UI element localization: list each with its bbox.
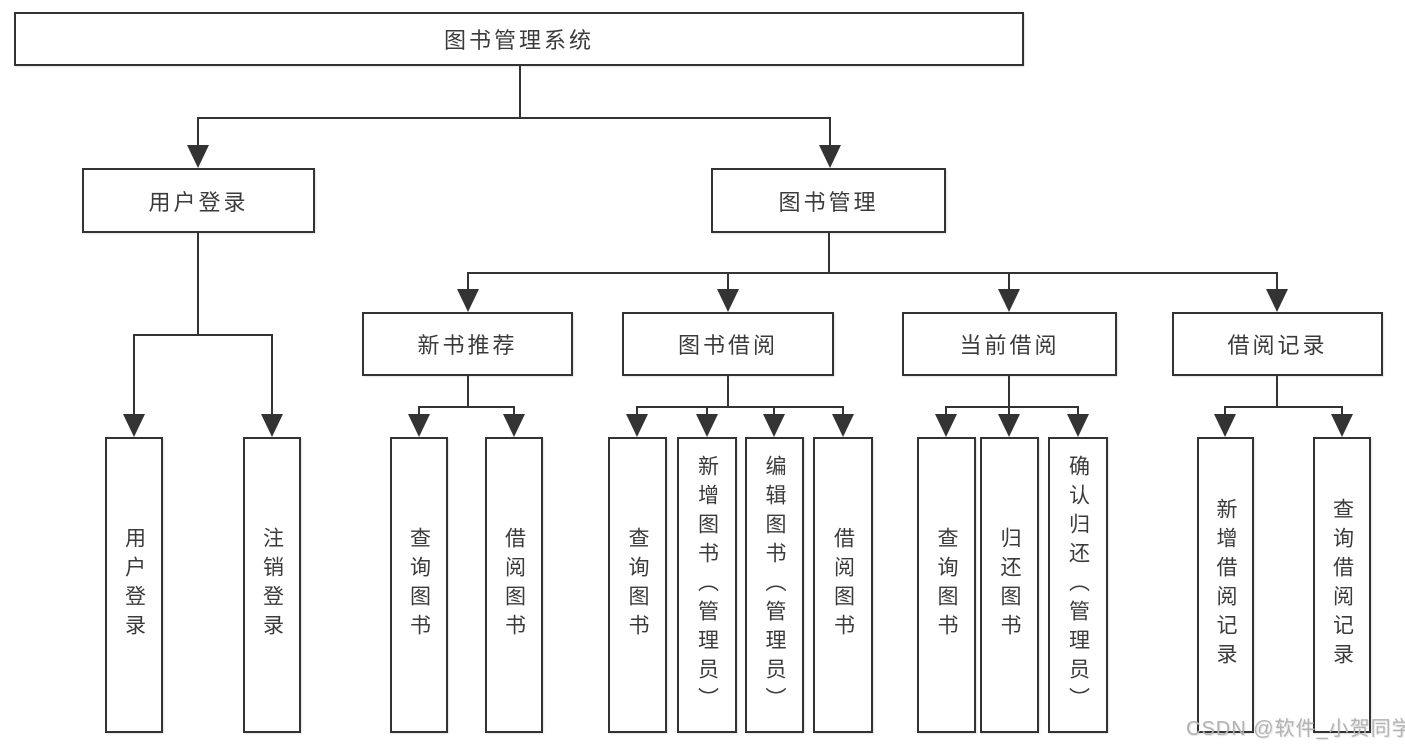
arrowhead-book-borrow — [717, 289, 739, 312]
connector-rail-level1 — [196, 116, 832, 120]
arrowhead-borrow-books-2 — [832, 414, 854, 437]
arrowhead-borrow-records — [1266, 289, 1288, 312]
leaf-borrow-books-1-label: 借阅图书 — [502, 527, 526, 643]
connector-drop-current-borrow — [1007, 272, 1011, 291]
node-new-book-recommend: 新书推荐 — [362, 312, 573, 376]
arrowhead-current-borrow — [998, 289, 1020, 312]
arrowhead-add-book — [696, 414, 718, 437]
leaf-return-books-label: 归还图书 — [998, 527, 1021, 643]
arrowhead-edit-book — [763, 414, 785, 437]
arrowhead-new-book — [457, 289, 479, 312]
leaf-user-login: 用户登录 — [105, 437, 163, 733]
connector-drop-query-record — [1340, 406, 1344, 416]
node-book-borrow: 图书借阅 — [622, 312, 834, 376]
arrowhead-confirm-return — [1067, 414, 1089, 437]
leaf-user-login-label: 用户登录 — [122, 527, 146, 643]
leaf-query-books-2-label: 查询图书 — [626, 527, 649, 643]
leaf-borrow-books-2: 借阅图书 — [813, 437, 873, 733]
leaf-query-borrow-record: 查询借阅记录 — [1313, 437, 1371, 733]
leaf-return-books: 归还图书 — [980, 437, 1039, 733]
arrowhead-borrow-books-1 — [503, 414, 525, 437]
leaf-query-books-3: 查询图书 — [917, 437, 976, 733]
connector-drop-borrow-books-2 — [841, 406, 845, 416]
connector-rail-user-login — [132, 333, 273, 337]
leaf-add-borrow-record-label: 新增借阅记录 — [1214, 498, 1237, 672]
node-book-management: 图书管理 — [711, 168, 946, 233]
csdn-watermark: CSDN @软件_小贺同学 — [1186, 718, 1405, 740]
connector-drop-borrow-records — [1275, 272, 1279, 291]
connector-borrow-records-feed — [1275, 376, 1279, 407]
arrowhead-book-management — [819, 145, 841, 168]
connector-drop-confirm-return — [1076, 406, 1080, 416]
connector-book-management-feed — [827, 233, 831, 273]
connector-drop-query-books-1 — [417, 406, 421, 416]
connector-drop-leaf-logout — [270, 334, 274, 416]
connector-rail-level2 — [466, 271, 1279, 275]
arrowhead-return-books — [998, 414, 1020, 437]
leaf-query-borrow-record-label: 查询借阅记录 — [1330, 498, 1354, 672]
connector-rail-borrow-records — [1223, 405, 1343, 409]
leaf-confirm-return-admin-label: 确认归还（管理员） — [1066, 454, 1090, 716]
leaf-query-books-1: 查询图书 — [390, 437, 448, 733]
arrowhead-add-record — [1214, 414, 1236, 437]
node-library-management-system: 图书管理系统 — [14, 12, 1024, 66]
leaf-edit-book-admin-label: 编辑图书（管理员） — [763, 454, 786, 716]
connector-drop-borrow-books-1 — [512, 406, 516, 416]
connector-rail-new-book — [417, 405, 516, 409]
connector-drop-edit-book — [772, 406, 776, 416]
connector-rail-current-borrow — [944, 405, 1079, 409]
leaf-edit-book-admin: 编辑图书（管理员） — [745, 437, 804, 733]
connector-drop-new-book — [466, 272, 470, 291]
leaf-add-book-admin: 新增图书（管理员） — [677, 437, 737, 733]
arrowhead-query-books-1 — [408, 414, 430, 437]
connector-drop-return-books — [1007, 406, 1011, 416]
arrowhead-leaf-user-login — [123, 414, 145, 437]
arrowhead-query-record — [1331, 414, 1353, 437]
leaf-logout: 注销登录 — [243, 437, 301, 733]
connector-user-login-feed — [196, 233, 200, 335]
leaf-query-books-2: 查询图书 — [608, 437, 667, 733]
leaf-query-books-3-label: 查询图书 — [935, 527, 958, 643]
arrowhead-leaf-logout — [261, 414, 283, 437]
connector-drop-book-borrow — [726, 272, 730, 291]
connector-current-borrow-feed — [1007, 376, 1011, 407]
connector-drop-add-book — [705, 406, 709, 416]
arrowhead-query-books-3 — [935, 414, 957, 437]
connector-root-feed — [518, 66, 522, 118]
connector-drop-add-record — [1223, 406, 1227, 416]
connector-rail-book-borrow — [635, 405, 845, 409]
connector-drop-user-login — [196, 117, 200, 147]
leaf-borrow-books-1: 借阅图书 — [485, 437, 543, 733]
arrowhead-query-books-2 — [626, 414, 648, 437]
leaf-add-book-admin-label: 新增图书（管理员） — [695, 454, 719, 716]
connector-drop-query-books-2 — [635, 406, 639, 416]
connector-book-borrow-feed — [726, 376, 730, 407]
connector-new-book-feed — [466, 376, 470, 407]
leaf-borrow-books-2-label: 借阅图书 — [831, 527, 855, 643]
connector-drop-leaf-user-login — [132, 334, 136, 416]
node-borrow-records: 借阅记录 — [1172, 312, 1383, 376]
node-current-borrow: 当前借阅 — [902, 312, 1117, 376]
node-user-login: 用户登录 — [82, 168, 315, 233]
leaf-add-borrow-record: 新增借阅记录 — [1197, 437, 1254, 733]
leaf-query-books-1-label: 查询图书 — [407, 527, 431, 643]
connector-drop-query-books-3 — [944, 406, 948, 416]
arrowhead-user-login — [187, 145, 209, 168]
leaf-logout-label: 注销登录 — [260, 527, 284, 643]
connector-drop-book-management — [828, 117, 832, 147]
leaf-confirm-return-admin: 确认归还（管理员） — [1048, 437, 1108, 733]
